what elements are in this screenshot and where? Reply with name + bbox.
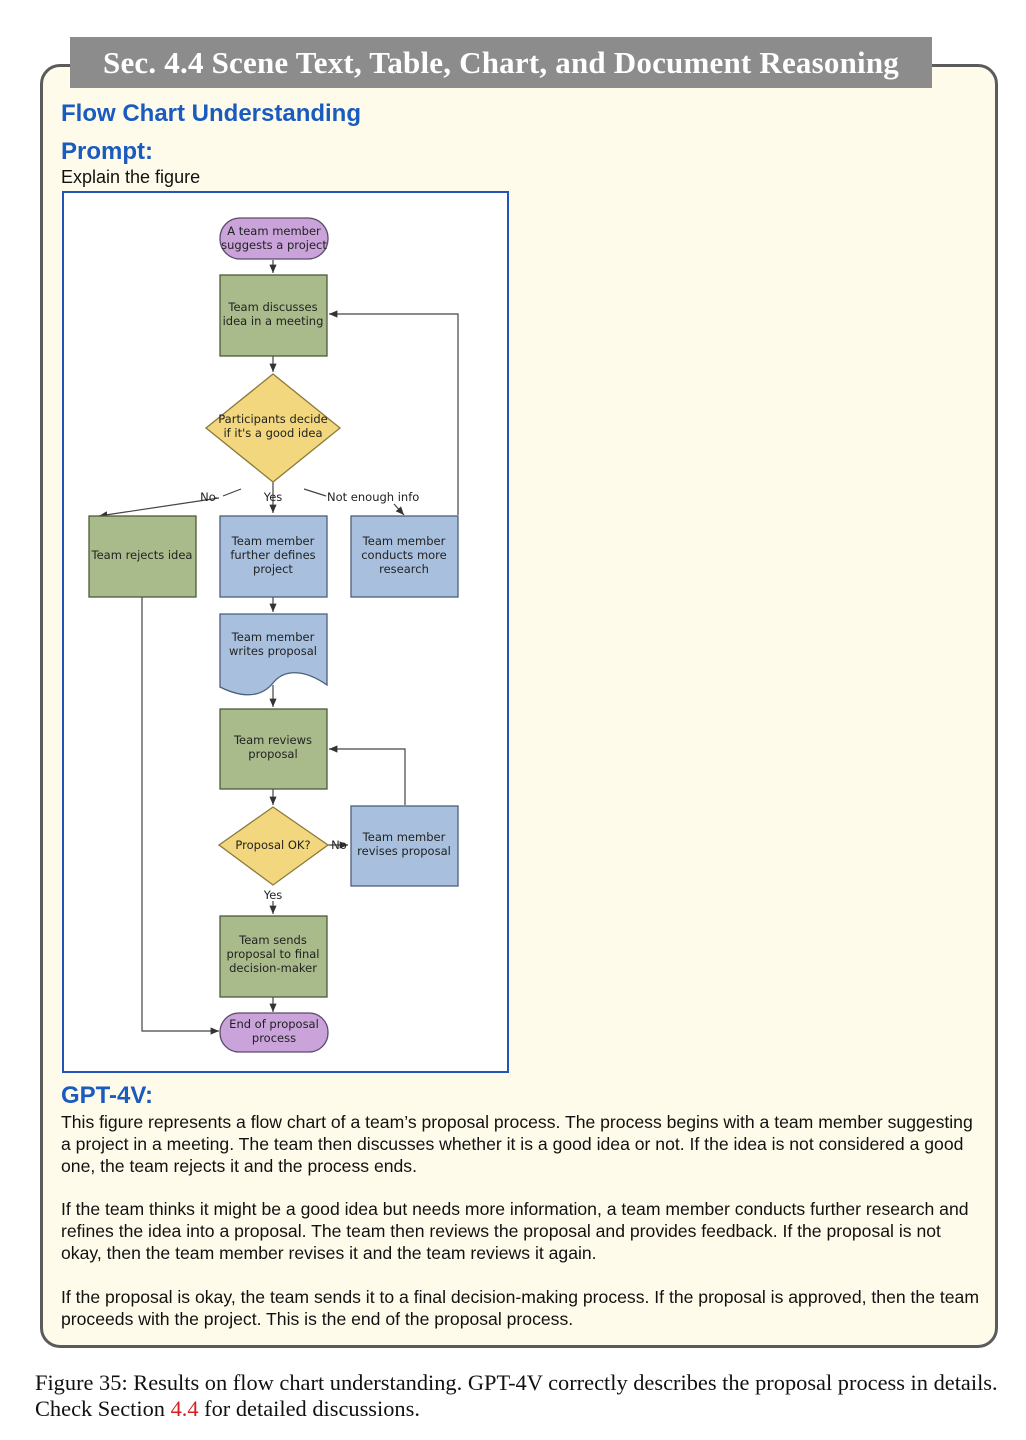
node-revise-line2: revises proposal xyxy=(357,844,451,858)
node-start: A team member suggests a project xyxy=(219,217,329,260)
node-define-line3: project xyxy=(253,562,293,576)
node-research: Team member conducts more research xyxy=(350,515,459,598)
node-end-line1: End of proposal xyxy=(229,1017,319,1031)
edge-no-reject xyxy=(98,497,220,519)
edge-research-discuss xyxy=(329,310,459,515)
flowchart-svg: A team member suggests a project Team di… xyxy=(88,217,459,1053)
node-decide-line2: if it's a good idea xyxy=(223,426,322,440)
edge-decide-left xyxy=(222,488,242,497)
node-reject: Team rejects idea xyxy=(88,515,197,598)
edge-revise-review xyxy=(329,745,406,805)
node-decide-line1: Participants decide xyxy=(218,412,327,426)
node-review-line2: proposal xyxy=(248,747,297,761)
figure-caption: Figure 35: Results on flow chart underst… xyxy=(35,1370,1010,1422)
label-yes-send: Yes xyxy=(263,888,283,902)
node-define-line1: Team member xyxy=(231,534,315,548)
answer-paragraph-2: If the team thinks it might be a good id… xyxy=(61,1199,969,1263)
answer-label: GPT-4V: xyxy=(61,1082,154,1109)
label-not-enough-info: Not enough info xyxy=(327,490,419,504)
node-define: Team member further defines project xyxy=(219,515,328,598)
node-revise: Team member revises proposal xyxy=(350,805,459,887)
node-review: Team reviews proposal xyxy=(219,708,328,790)
node-define-line2: further defines xyxy=(230,548,315,562)
edge-notenough-research xyxy=(393,503,405,516)
caption-section-link[interactable]: 4.4 xyxy=(170,1396,199,1421)
answer-paragraph-3: If the proposal is okay, the team sends … xyxy=(61,1287,979,1329)
node-reject-line1: Team rejects idea xyxy=(91,548,193,562)
node-end: End of proposal process xyxy=(219,1012,329,1053)
edge-decide-right xyxy=(303,488,327,497)
flowchart-connectors xyxy=(98,260,459,1035)
node-research-line1: Team member xyxy=(362,534,446,548)
node-discuss-line2: idea in a meeting xyxy=(223,314,324,328)
prompt-label: Prompt: xyxy=(61,138,153,165)
node-research-line2: conducts more xyxy=(361,548,447,562)
node-send-line3: decision-maker xyxy=(229,961,317,975)
label-no-revise: No xyxy=(331,838,347,852)
node-start-line2: suggests a project xyxy=(221,238,327,252)
prompt-text: Explain the figure xyxy=(61,167,201,187)
section-title: Flow Chart Understanding xyxy=(61,100,361,127)
node-write-line2: writes proposal xyxy=(229,644,317,658)
node-ok-line1: Proposal OK? xyxy=(235,838,310,852)
node-review-line1: Team reviews xyxy=(233,733,312,747)
node-discuss-line1: Team discusses xyxy=(227,300,317,314)
edge-reject-end xyxy=(141,597,219,1035)
node-end-line2: process xyxy=(252,1031,296,1045)
answer-paragraph-1: This figure represents a flow chart of a… xyxy=(61,1112,973,1176)
label-no-reject: No xyxy=(200,490,216,504)
node-revise-line1: Team member xyxy=(362,830,446,844)
node-write: Team member writes proposal xyxy=(219,613,328,696)
flowchart-figure: A team member suggests a project Team di… xyxy=(62,191,509,1073)
label-yes-define: Yes xyxy=(263,490,283,504)
node-discuss: Team discusses idea in a meeting xyxy=(219,274,328,357)
caption-suffix: for detailed discussions. xyxy=(198,1396,420,1421)
node-research-line3: research xyxy=(379,562,429,576)
section-banner: Sec. 4.4 Scene Text, Table, Chart, and D… xyxy=(70,37,932,88)
node-ok: Proposal OK? xyxy=(217,806,330,886)
node-decide: Participants decide if it's a good idea xyxy=(204,373,342,483)
node-send-line2: proposal to final xyxy=(226,947,319,961)
node-start-line1: A team member xyxy=(227,224,321,238)
node-send: Team sends proposal to final decision-ma… xyxy=(219,915,328,998)
node-send-line1: Team sends xyxy=(238,933,307,947)
node-write-line1: Team member xyxy=(231,630,315,644)
caption-text: Figure 35: Results on flow chart underst… xyxy=(35,1370,998,1421)
